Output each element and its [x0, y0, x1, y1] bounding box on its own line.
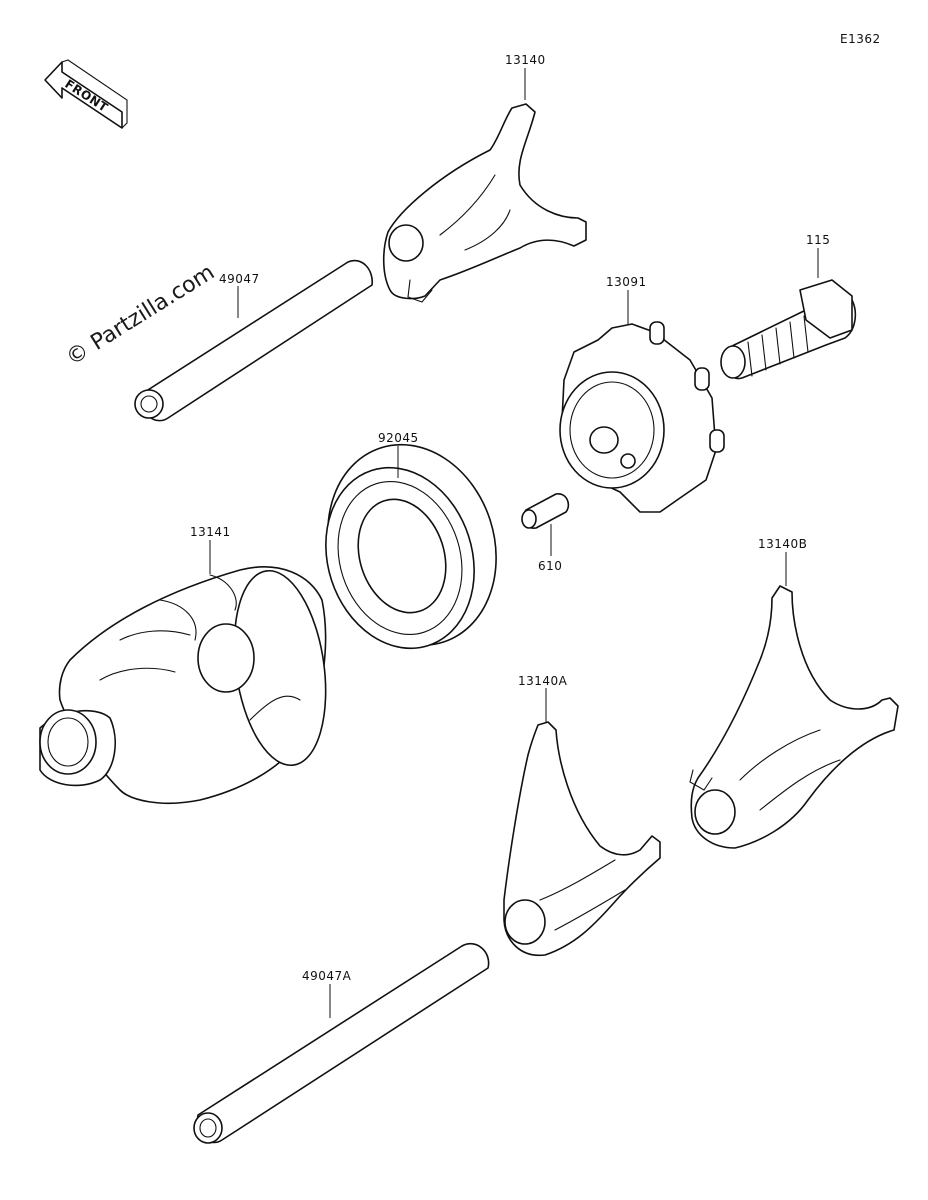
- rod-49047A: [193, 943, 490, 1144]
- shift-drum-13141: [39, 566, 327, 805]
- label-115: 115: [806, 233, 830, 247]
- rod-49047: [134, 259, 373, 422]
- gear-holder-13091: [559, 321, 725, 513]
- front-arrow-icon: FRONT: [44, 59, 128, 129]
- shift-fork-13140B: [689, 585, 899, 849]
- pin-610: [521, 493, 570, 529]
- label-13091: 13091: [606, 275, 647, 289]
- shift-fork-13140A: [503, 721, 661, 957]
- bolt-115: [720, 279, 857, 380]
- label-610: 610: [538, 559, 562, 573]
- watermark: © Partzilla.com: [62, 260, 219, 371]
- label-13140B: 13140B: [758, 537, 807, 551]
- label-49047: 49047: [219, 272, 260, 286]
- bearing-92045: [325, 443, 497, 650]
- shift-fork-13140: [382, 103, 587, 303]
- label-13141: 13141: [190, 525, 231, 539]
- label-13140: 13140: [505, 53, 546, 67]
- diagram-code: E1362: [840, 32, 881, 46]
- label-49047A: 49047A: [302, 969, 352, 983]
- front-label: FRONT: [62, 77, 110, 115]
- label-13140A: 13140A: [518, 674, 568, 688]
- label-92045: 92045: [378, 431, 419, 445]
